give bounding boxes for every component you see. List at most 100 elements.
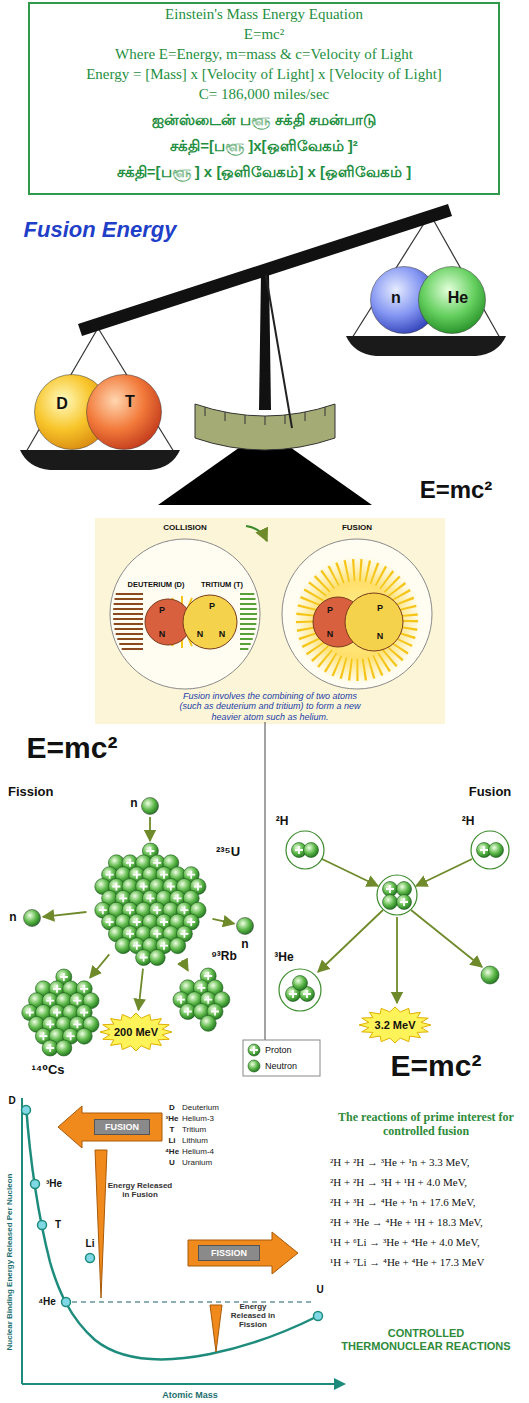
collision-circle	[240, 613, 257, 615]
collision-circle	[114, 623, 143, 625]
collision-circle	[114, 603, 143, 605]
neutron: n	[236, 917, 254, 935]
balance-scale	[265, 416, 266, 425]
legend-text: Proton	[265, 1045, 292, 1055]
collision-panel-art	[95, 518, 445, 724]
cesium-nucleus	[73, 1020, 81, 1028]
collision-circle	[240, 648, 248, 650]
node-text: ⁴He	[38, 1296, 56, 1308]
collision-circle	[115, 628, 143, 630]
label: ³He	[166, 1114, 179, 1123]
cesium-nucleus	[46, 1044, 54, 1052]
uranium-nucleus	[133, 918, 141, 926]
neutron	[23, 909, 41, 927]
collision-circle	[115, 598, 143, 600]
uranium-nucleus	[126, 859, 134, 867]
collision-circle	[119, 643, 143, 645]
data-point	[38, 1221, 47, 1230]
tritium-ball: T	[86, 374, 162, 450]
arrow-label-box: FUSION	[94, 1119, 150, 1135]
legend-text: Neutron	[265, 1061, 297, 1071]
node-text: ³He	[46, 1178, 62, 1190]
uranium-nucleus	[88, 843, 212, 967]
label: Fission	[8, 785, 54, 800]
label: U	[169, 1158, 175, 1167]
label: ²H + ³H → ⁴He + ¹n + 17.6 MeV,	[330, 1196, 476, 1209]
node-text: N	[377, 631, 384, 641]
uranium-nucleus	[187, 871, 195, 879]
connector	[182, 960, 188, 970]
cesium-nucleus	[60, 973, 68, 981]
node-text: ⁹³Rb	[211, 950, 237, 964]
collision-circle	[113, 613, 143, 615]
fusion-reaction-art	[386, 885, 394, 893]
node-text: Where E=Energy, m=mass & c=Velocity of L…	[115, 46, 413, 63]
label: ²H + ²H → ³He + ¹n + 3.3 MeV,	[330, 1156, 469, 1169]
rubidium-nucleus	[197, 984, 205, 992]
uranium-nucleus	[180, 906, 188, 914]
node-text: P	[209, 601, 215, 611]
connector	[43, 912, 86, 917]
uranium-nucleus	[170, 938, 186, 954]
node-text: n	[391, 289, 401, 307]
collision-circle	[240, 628, 255, 630]
uranium-nucleus	[180, 930, 188, 938]
helium3-nucleus: ³He	[278, 968, 322, 1012]
data-point: ³He	[30, 1179, 40, 1189]
balance-scale	[325, 407, 326, 416]
uranium-nucleus	[149, 949, 165, 965]
uranium-nucleus	[174, 894, 182, 902]
uranium-nucleus	[160, 871, 168, 879]
label: Atomic Mass	[162, 1390, 218, 1400]
uranium-nucleus: ²³⁵U	[88, 843, 212, 967]
label: Lithium	[182, 1136, 208, 1145]
node-text: E=mc²	[244, 26, 284, 43]
uranium-nucleus	[146, 847, 154, 855]
node-text: FUSION	[105, 1122, 139, 1132]
cesium-nucleus	[56, 1040, 72, 1056]
neutron: n	[23, 909, 41, 927]
uranium-nucleus	[153, 906, 161, 914]
cesium-nucleus	[46, 1020, 54, 1028]
rubidium-nucleus	[200, 1015, 216, 1031]
label: E=mc²	[391, 1049, 482, 1084]
label: The reactions of prime interest for cont…	[330, 1111, 522, 1139]
node-text: Fusion involves the combining of two ato…	[178, 691, 363, 722]
node-text: ¹⁴⁰Cs	[31, 1063, 64, 1078]
collision-circle	[240, 603, 256, 605]
label: T	[170, 1125, 175, 1134]
node-text: 200 MeV	[114, 1026, 158, 1039]
deuteron	[304, 843, 319, 858]
tritium-ball	[87, 375, 162, 450]
rubidium-nucleus	[204, 996, 212, 1004]
connector	[138, 969, 143, 1010]
cesium-nucleus	[22, 969, 99, 1056]
uranium-nucleus	[133, 871, 141, 879]
balance-scale	[195, 404, 335, 450]
data-point	[313, 1311, 323, 1321]
uranium-nucleus	[95, 843, 206, 965]
cesium-nucleus	[39, 1032, 47, 1040]
balance-scale	[20, 204, 506, 505]
energy-burst	[359, 1007, 431, 1043]
collision-circle	[240, 623, 256, 625]
fusion-reaction-art	[400, 898, 408, 906]
tritium-ball	[86, 374, 162, 450]
label: D	[169, 1103, 175, 1112]
cesium-nucleus	[46, 997, 54, 1005]
legend-swatch	[247, 1043, 261, 1057]
binding-energy-graph	[210, 1305, 222, 1352]
node-text: ³He	[274, 951, 293, 965]
node-text: ²H	[276, 815, 289, 829]
node-text: U	[316, 1284, 323, 1296]
label: Energy Released in Fusion	[105, 1181, 175, 1199]
node-text: n	[9, 911, 16, 925]
deuteron	[471, 831, 509, 869]
energy-burst	[100, 1013, 172, 1051]
node-text: TRITIUM (T)	[201, 581, 243, 590]
fusion-reaction-art	[396, 917, 398, 1003]
label: ²H + ²H → ³H + ¹H + 4.0 MeV,	[330, 1176, 467, 1189]
legend-swatch	[247, 1059, 261, 1073]
uranium-nucleus	[149, 949, 165, 965]
